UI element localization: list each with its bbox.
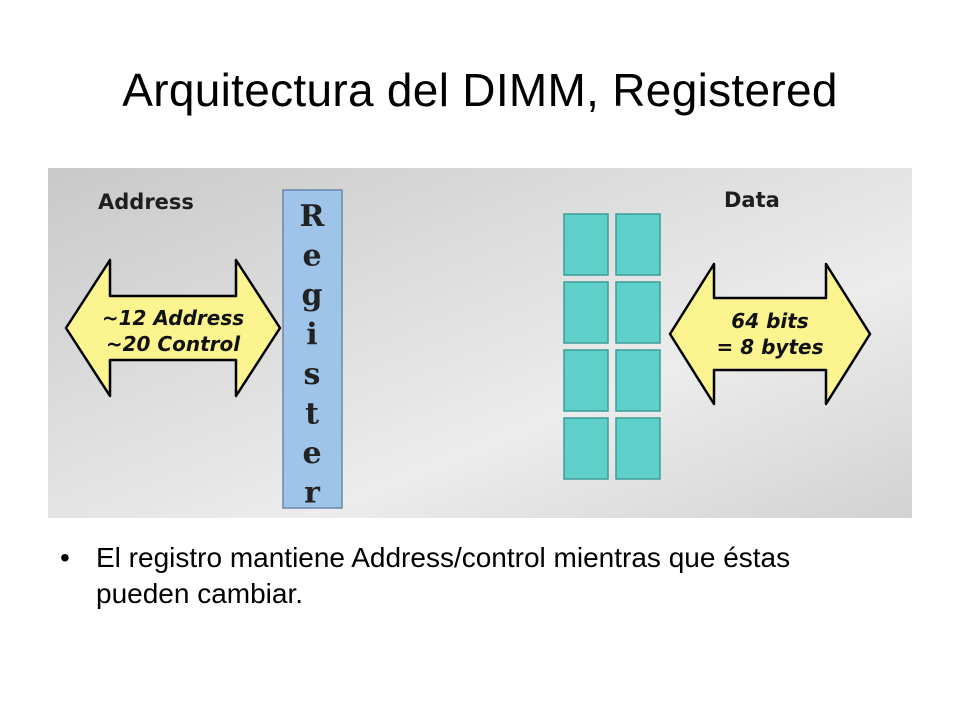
memory-chip [563, 213, 609, 276]
data-arrow-line-1: 64 bits [731, 309, 809, 333]
bullet-marker: • [60, 542, 70, 573]
address-arrow-line-2: ~20 Control [106, 332, 241, 356]
address-arrow-line-1: ~12 Address [102, 306, 244, 330]
register-letter: s [304, 357, 321, 392]
register-letter: t [305, 397, 319, 432]
memory-chip-grid [563, 213, 661, 480]
address-double-arrow [64, 258, 282, 398]
data-label: Data [724, 188, 780, 212]
slide-title: Arquitectura del DIMM, Registered [122, 64, 838, 116]
data-double-arrow [668, 262, 872, 406]
register-bar [282, 189, 343, 509]
register-letter: R [300, 199, 326, 234]
bullet-item: • El registro mantiene Address/control m… [60, 540, 880, 612]
memory-chip [615, 349, 661, 412]
memory-chip [615, 417, 661, 480]
register-letter: r [304, 476, 321, 511]
memory-chip [563, 349, 609, 412]
register-letter: e [302, 239, 321, 274]
address-label: Address [98, 190, 194, 214]
bullet-text: El registro mantiene Address/control mie… [96, 542, 791, 609]
register-vertical-label: Register [300, 199, 326, 511]
memory-chip [615, 213, 661, 276]
memory-chip [563, 281, 609, 344]
memory-chip [615, 281, 661, 344]
register-letter: e [302, 436, 321, 471]
data-arrow-line-2: = 8 bytes [717, 335, 824, 359]
register-letter: g [302, 278, 323, 313]
memory-chip [563, 417, 609, 480]
register-letter: i [306, 318, 317, 353]
bullet-list: • El registro mantiene Address/control m… [60, 540, 880, 612]
